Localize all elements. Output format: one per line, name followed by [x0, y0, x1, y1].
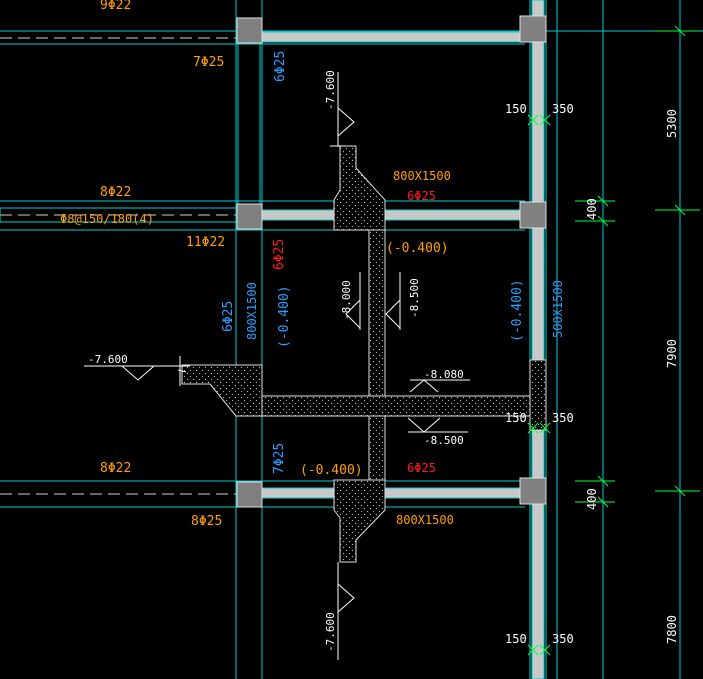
dim-150-3: 150 — [505, 632, 527, 646]
marker-triangle-8080 — [409, 379, 439, 393]
label-section-1[interactable]: 800X1500 — [393, 169, 451, 183]
section-markers — [84, 72, 470, 660]
foundation-vertical-main[interactable] — [368, 229, 386, 481]
label-elev-m8500-v[interactable]: -8.500 — [408, 278, 421, 318]
marker-triangle-8500h — [407, 417, 441, 433]
dim-150-1: 150 — [505, 102, 527, 116]
label-top-rebar[interactable]: 9Φ22 — [100, 0, 131, 13]
beam-top[interactable] — [261, 31, 525, 43]
centre-lines — [0, 37, 236, 495]
dim-tick-2 — [527, 422, 551, 434]
column-low-right[interactable] — [519, 477, 547, 505]
dim-350-1: 350 — [552, 102, 574, 116]
beam-left-mid[interactable] — [0, 207, 237, 223]
column-top-right[interactable] — [519, 15, 547, 43]
label-level-m0400-a[interactable]: (-0.400) — [386, 241, 449, 256]
dim-tick-3 — [527, 644, 551, 656]
marker-triangle-left — [121, 365, 155, 381]
columns — [236, 15, 547, 508]
label-elev-m8000[interactable]: -8.000 — [340, 280, 353, 320]
label-rebar-11phi22[interactable]: 11Φ22 — [186, 235, 225, 250]
label-rebar-6phi25-red-v[interactable]: 6Φ25 — [272, 239, 287, 270]
label-section-v1[interactable]: 800X1500 — [245, 282, 259, 340]
label-level-m0400-v1[interactable]: (-0.400) — [277, 285, 292, 348]
dim-400-2: 400 — [585, 488, 599, 510]
label-level-m0400-b[interactable]: (-0.400) — [300, 463, 363, 478]
break-symbol-left — [177, 356, 187, 386]
labels: 9Φ22 7Φ25 6Φ25 -7.600 800X1500 6Φ25 8Φ22… — [60, 0, 565, 652]
dim-150-2: 150 — [505, 411, 527, 425]
label-level-m0400-v2[interactable]: (-0.400) — [510, 279, 525, 342]
marker-triangle-top — [337, 107, 355, 137]
foundation-horizontal[interactable] — [235, 395, 547, 417]
beam-mid[interactable] — [261, 209, 525, 221]
label-rebar-8phi25[interactable]: 8Φ25 — [191, 514, 222, 529]
beam-right-vertical[interactable] — [531, 0, 545, 679]
foundation-bottom-haunch[interactable] — [333, 479, 386, 563]
label-rebar-6phi25-v2[interactable]: 6Φ25 — [221, 301, 236, 332]
dim-tick-1 — [527, 114, 551, 126]
foundation-top-haunch[interactable] — [333, 145, 386, 231]
dim-350-2: 350 — [552, 411, 574, 425]
label-section-2[interactable]: 800X1500 — [396, 513, 454, 527]
dim-7800: 7800 — [665, 615, 679, 644]
dim-5300: 5300 — [665, 109, 679, 138]
column-low-left[interactable] — [236, 481, 263, 508]
beams — [0, 0, 545, 679]
dim-400-1: 400 — [585, 198, 599, 220]
label-rebar-6phi25-red1[interactable]: 6Φ25 — [407, 189, 436, 203]
label-elev-m7600-left[interactable]: -7.600 — [88, 353, 128, 366]
label-elev-m8500-h[interactable]: -8.500 — [424, 434, 464, 447]
foundation-right-end[interactable] — [529, 359, 547, 431]
foundation-beams — [181, 145, 547, 563]
beam-low[interactable] — [261, 487, 525, 499]
label-rebar-6phi25-v1[interactable]: 6Φ25 — [273, 51, 288, 82]
label-rebar-7phi25[interactable]: 7Φ25 — [193, 55, 224, 70]
label-elev-m7600-top[interactable]: -7.600 — [324, 70, 337, 110]
dim-350-3: 350 — [552, 632, 574, 646]
label-rebar-8phi22-1[interactable]: 8Φ22 — [100, 185, 131, 200]
marker-triangle-8500v — [385, 299, 401, 329]
marker-triangle-8000 — [345, 299, 361, 329]
dimension-marks — [527, 25, 700, 656]
dim-7900: 7900 — [665, 339, 679, 368]
label-section-v2[interactable]: 500X1500 — [551, 280, 565, 338]
beam-left-vertical[interactable] — [237, 43, 261, 205]
column-top-left[interactable] — [236, 17, 263, 44]
label-rebar-8phi22-2[interactable]: 8Φ22 — [100, 461, 131, 476]
label-elev-m7600-bottom[interactable]: -7.600 — [324, 612, 337, 652]
foundation-left-haunch[interactable] — [181, 364, 263, 417]
label-rebar-7phi25-v[interactable]: 7Φ25 — [272, 443, 287, 474]
label-elev-m8080[interactable]: -8.080 — [424, 368, 464, 381]
column-mid-left[interactable] — [236, 203, 263, 230]
dimension-labels: 150 350 150 350 150 350 400 400 5300 790… — [505, 102, 679, 646]
label-rebar-6phi25-red2[interactable]: 6Φ25 — [407, 461, 436, 475]
column-mid-right[interactable] — [519, 201, 547, 229]
label-stirrup[interactable]: Φ8@150/180(4) — [60, 212, 154, 226]
marker-triangle-bottom — [337, 583, 355, 613]
